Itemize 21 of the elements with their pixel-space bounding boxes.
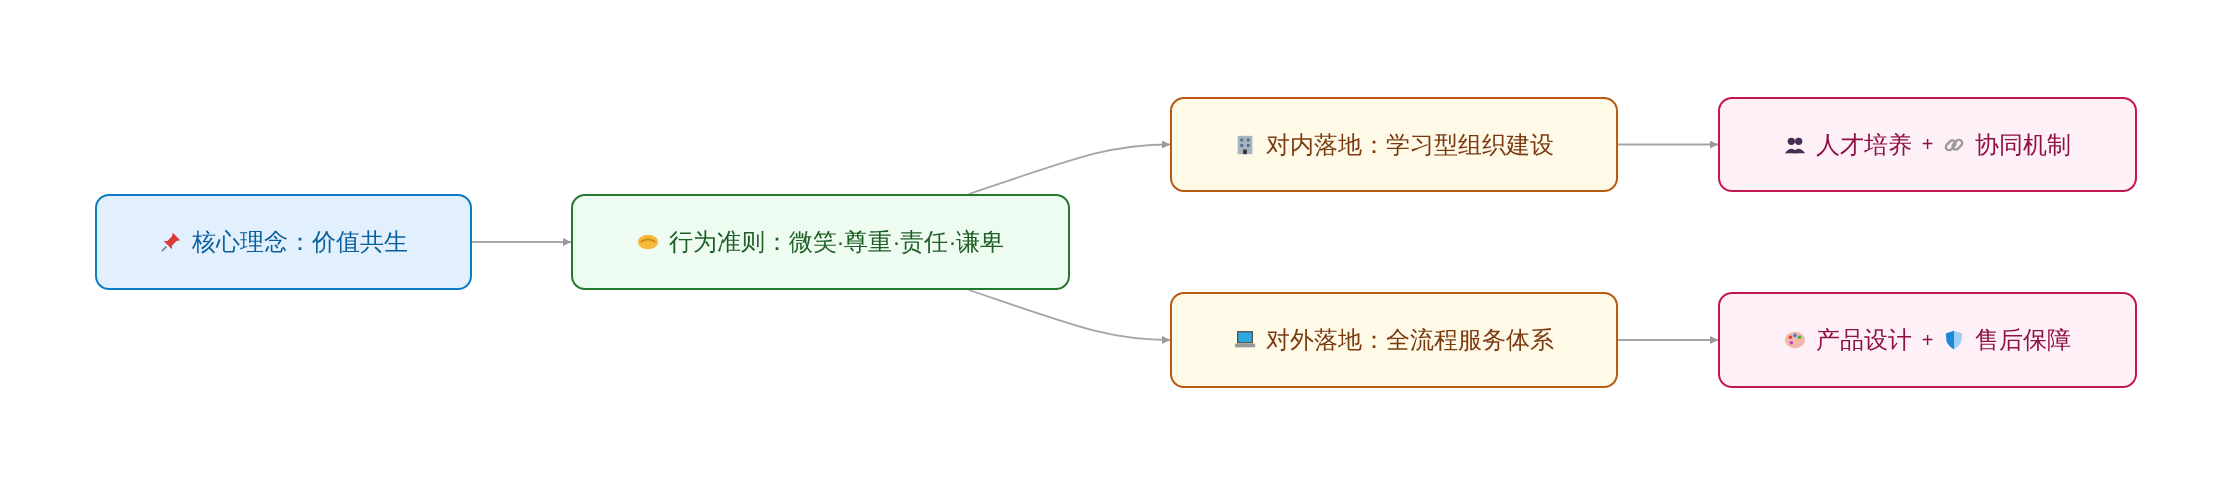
process-box xyxy=(95,194,472,290)
arrow xyxy=(1617,140,1719,149)
arrow xyxy=(968,289,1171,344)
box-label: 售后保障 xyxy=(1975,325,2072,355)
process-box xyxy=(571,194,1070,290)
process-box xyxy=(1718,97,2137,192)
box-label: 对外落地：全流程服务体系 xyxy=(1266,325,1554,355)
box-label: 对内落地：学习型组织建设 xyxy=(1266,129,1554,160)
plus-sign: + xyxy=(1921,133,1934,156)
box-label: 行为准则：微笑·尊重·责任·谦卑 xyxy=(668,227,1005,257)
box-label: 协同机制 xyxy=(1975,129,2072,160)
arrow xyxy=(1617,336,1719,344)
box-label: 人才培养 xyxy=(1815,129,1912,160)
arrow xyxy=(471,238,572,246)
box-label: 产品设计 xyxy=(1815,325,1912,355)
arrow xyxy=(968,140,1171,195)
process-box xyxy=(1170,292,1618,388)
box-label: 核心理念：价值共生 xyxy=(191,227,408,257)
plus-sign: + xyxy=(1921,328,1934,352)
process-box xyxy=(1718,292,2137,388)
process-box xyxy=(1170,97,1618,192)
